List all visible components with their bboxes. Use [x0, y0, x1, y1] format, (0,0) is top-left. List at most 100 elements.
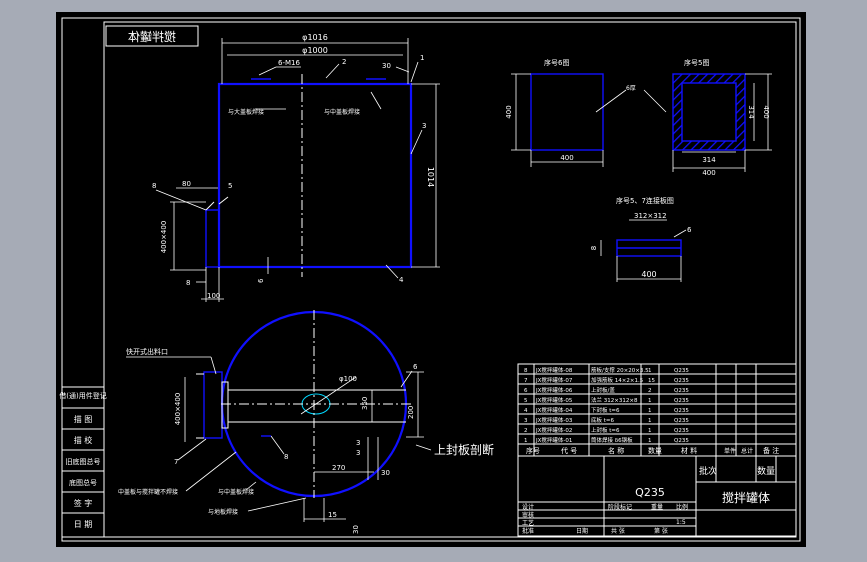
- lbl-stage: 阶段标记: [608, 503, 632, 511]
- view-part6: 序号6图 400 400 6厚: [505, 58, 667, 167]
- outlet-port: [205, 209, 220, 268]
- part5-inner: [681, 82, 737, 142]
- note-n6: 与中盖板焊接: [218, 488, 254, 496]
- dim-400port: 400×400: [174, 393, 182, 426]
- parts-cell: 上封板/盖: [591, 386, 615, 394]
- dim-phi100: φ100: [339, 375, 357, 383]
- dim-d30-bottom: 30: [352, 525, 360, 534]
- parts-cell: 2: [648, 388, 652, 394]
- parts-cell: Q235: [674, 388, 689, 394]
- lbl-num: 数量: [757, 465, 775, 477]
- lbl-sheet-of: 第 张: [654, 527, 668, 535]
- note-n5: 中盖板与搅拌罐不焊接: [118, 488, 178, 496]
- parts-cell: Q235: [674, 398, 689, 404]
- parts-cell: 加强筋板 14×2×1.5: [591, 376, 644, 384]
- strip-label-1: 描 图: [74, 414, 93, 424]
- balloon-8: 8: [152, 182, 156, 190]
- title-material: Q235: [635, 486, 665, 499]
- hdr-no: 序号: [526, 446, 540, 455]
- parts-cell: JX搅拌罐体-03: [535, 416, 573, 424]
- balloon-2: 2: [342, 58, 346, 66]
- strip-label-5: 签 字: [74, 498, 93, 508]
- dim-port: 400×400: [160, 221, 168, 254]
- parts-cell: 4: [524, 408, 528, 414]
- parts-cell: JX搅拌罐体-04: [535, 406, 573, 414]
- dim-30-top: 30: [382, 62, 391, 70]
- strip-label-6: 日 期: [74, 520, 93, 529]
- view-title-v2: 序号5图: [684, 58, 709, 67]
- parts-cell: 5: [524, 398, 528, 404]
- dim-d80: 80: [182, 180, 191, 188]
- dim-h400a: 400: [505, 105, 513, 118]
- parts-cell: JX搅拌罐体-02: [535, 426, 572, 434]
- strip-label-3: 旧底图总号: [66, 457, 101, 466]
- drawing-canvas: 搅拌罐体 借(通)用件登记 描 图 描 校 旧底图总号 底图总号 签 字 日 期: [59, 17, 801, 542]
- dim-flange-len: 400: [641, 270, 656, 279]
- dim-d350: 350: [361, 397, 369, 410]
- parts-cell: Q235: [674, 408, 689, 414]
- lbl-pi: 批次: [699, 465, 717, 477]
- parts-cell: Q235: [674, 438, 689, 444]
- parts-cell: JX搅拌罐体-06: [535, 386, 573, 394]
- front-view: φ1016 φ1000 6-M16 2 30 1 与大盖板焊接 与中盖板焊接 1…: [152, 33, 440, 302]
- dim-flange-6: 6: [687, 226, 692, 234]
- dim-d3b: 3: [356, 449, 360, 457]
- parts-cell: 筒体焊接 δ6钢板: [591, 436, 633, 444]
- header-row: 序号 代 号 名 称 数量 材 料 单件 总计 备 注: [526, 446, 779, 455]
- inner-frame: [103, 21, 797, 538]
- parts-cell: 1: [648, 438, 652, 444]
- parts-cell: 下封板 t=6: [591, 406, 620, 414]
- lbl-date: 日期: [576, 527, 588, 535]
- parts-cell: 3: [524, 418, 528, 424]
- cad-viewport[interactable]: 搅拌罐体 借(通)用件登记 描 图 描 校 旧底图总号 底图总号 签 字 日 期: [56, 12, 806, 547]
- hdr-code: 代 号: [561, 446, 577, 455]
- parts-cell: 1: [648, 428, 652, 434]
- mirrored-title: 搅拌罐体: [128, 29, 176, 44]
- parts-cell: 上封板 t=6: [591, 426, 620, 434]
- hdr-qty: 数量: [648, 446, 662, 455]
- parts-cell: 1: [524, 438, 528, 444]
- section-title: 上封板剖断: [434, 442, 494, 457]
- dim-d8: 8: [186, 279, 190, 287]
- parts-cell: Q235: [674, 428, 689, 434]
- parts-cell: 7: [524, 378, 528, 384]
- balloon-4: 4: [399, 276, 404, 284]
- dim-w400a: 400: [560, 154, 573, 162]
- balloon-5: 5: [228, 182, 232, 190]
- lbl-sheet: 共 张: [611, 527, 625, 535]
- parts-cell: JX搅拌罐体-08: [535, 366, 573, 374]
- dim-w314: 314: [702, 156, 716, 164]
- parts-cell: JX搅拌罐体-01: [535, 436, 572, 444]
- balloon-1: 1: [420, 54, 424, 62]
- balloon-3: 3: [422, 122, 426, 130]
- top-view: φ100 350 200 快开式出料口 400×400 7 8 6 中盖板与搅拌…: [118, 310, 494, 534]
- lbl-scale: 比例: [676, 503, 688, 511]
- parts-cell: Q235: [674, 418, 689, 424]
- hdr-mat: 材 料: [681, 446, 697, 455]
- parts-cell: 筋板/支撑 20×20×3.5: [591, 366, 649, 374]
- parts-cell: 1: [648, 398, 652, 404]
- balloon-6: 6: [413, 363, 418, 371]
- dim-d1016: φ1016: [302, 33, 328, 42]
- title-block: 序号 代 号 名 称 数量 材 料 单件 总计 备 注 批次 数量 Q235 搅…: [517, 363, 797, 537]
- parts-cell: 2: [524, 428, 528, 434]
- view-plate: 序号5、7连接板图 312×312 8 400 6: [590, 196, 692, 282]
- dim-w400b: 400: [702, 169, 715, 177]
- left-strip: 借(通)用件登记 描 图 描 校 旧底图总号 底图总号 签 字 日 期: [59, 386, 107, 538]
- hdr-total: 总计: [741, 447, 753, 455]
- dim-h400b: 400: [762, 105, 770, 118]
- lbl-weight: 重量: [651, 503, 663, 511]
- parts-cell: Q235: [674, 368, 689, 374]
- lbl-check: 审核: [522, 511, 534, 519]
- dim-h314: 314: [747, 105, 755, 119]
- parts-cell: JX搅拌罐体-05: [535, 396, 573, 404]
- parts-cell: 底板 t=6: [591, 416, 615, 424]
- dim-d30: 30: [381, 469, 390, 477]
- parts-cell: Q235: [674, 378, 689, 384]
